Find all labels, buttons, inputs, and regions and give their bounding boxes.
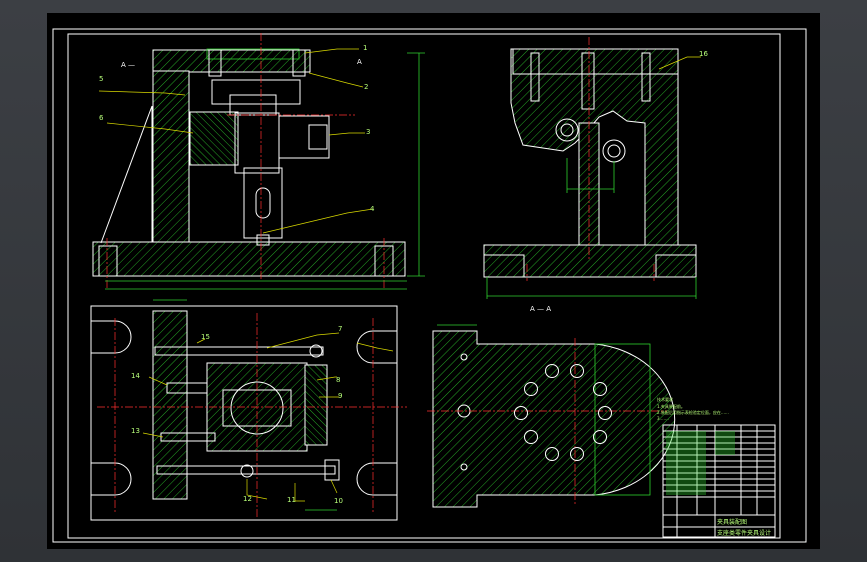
- bolt-circle: [514, 364, 612, 461]
- title-block: [662, 424, 776, 538]
- part-10-label: 10: [334, 497, 343, 505]
- front-leaders: [98, 48, 374, 234]
- front-section-label: A —: [121, 61, 135, 69]
- notes-heading: 技术要求: [657, 396, 673, 402]
- part-5-label: 5: [99, 75, 103, 83]
- drawing-svg: A — A 1 2 3 4 5 6 16: [52, 28, 807, 543]
- part-15-label: 15: [201, 333, 210, 341]
- front-label-a: A: [357, 58, 362, 66]
- part-2-label: 2: [364, 83, 368, 91]
- drawing-sheet: A — A 1 2 3 4 5 6 16: [47, 13, 820, 549]
- part-4-label: 4: [370, 205, 375, 213]
- part-14-label: 14: [131, 372, 140, 380]
- part-11-label: 11: [287, 496, 296, 504]
- base-plate-view: [427, 324, 676, 508]
- part-16-label: 16: [699, 50, 708, 58]
- part-7-label: 7: [338, 325, 342, 333]
- plan-view: [90, 299, 407, 521]
- notes-line-1: 1.夹具装配前。: [657, 403, 685, 409]
- notes-line-2: 2.装配后用指示表检验定位面，应在……: [657, 409, 729, 415]
- part-12-label: 12: [243, 495, 252, 503]
- notes-line-3: 3.……: [657, 416, 669, 421]
- side-section-label: A — A: [530, 305, 551, 313]
- part-9-label: 9: [338, 392, 342, 400]
- part-3-label: 3: [366, 128, 370, 136]
- title-block-title: 夹具装配图: [717, 518, 747, 526]
- inner-border: [67, 33, 781, 539]
- side-leader-16: [658, 56, 701, 70]
- part-6-label: 6: [99, 114, 104, 122]
- part-8-label: 8: [336, 376, 340, 384]
- front-view: [92, 33, 425, 290]
- technical-notes: 技术要求 1.夹具装配前。 2.装配后用指示表检验定位面，应在…… 3.……: [657, 396, 729, 421]
- plan-leaders: [142, 332, 394, 502]
- part-1-label: 1: [363, 44, 367, 52]
- part-13-label: 13: [131, 427, 140, 435]
- title-block-subtitle: 支座类零件夹具设计: [717, 529, 771, 537]
- side-view: [483, 37, 697, 299]
- outer-border: [52, 28, 807, 543]
